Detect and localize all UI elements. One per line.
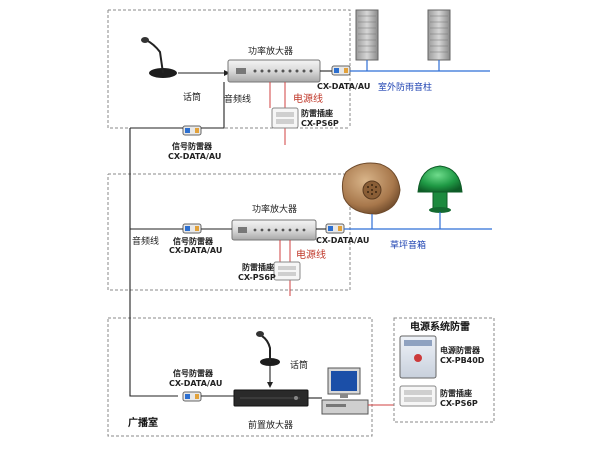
lawn-speaker-label: 草坪音箱 bbox=[390, 239, 426, 251]
top-signal-arrester bbox=[182, 125, 202, 136]
top-power-amplifier bbox=[227, 59, 321, 83]
power-arrester-device bbox=[399, 335, 437, 379]
middle-arrester-out-label: CX-DATA/AU bbox=[316, 236, 369, 245]
rock-speaker-icon bbox=[341, 162, 401, 215]
computer-icon bbox=[321, 367, 369, 415]
power-box-item1-cn: 电源防雷器 bbox=[440, 345, 481, 355]
outdoor-speaker-2 bbox=[427, 9, 451, 61]
mushroom-speaker-icon bbox=[417, 165, 463, 213]
section-bottom-frame bbox=[107, 317, 373, 437]
power-box-title: 电源系统防雷 bbox=[410, 320, 470, 333]
top-arrester-out-label: CX-DATA/AU bbox=[317, 82, 370, 91]
power-box-item1-model: CX-PB40D bbox=[440, 356, 485, 365]
middle-amp-label: 功率放大器 bbox=[252, 203, 297, 215]
bottom-signal-arrester bbox=[182, 391, 202, 402]
top-socket-label-cn: 防雷插座 bbox=[301, 108, 333, 118]
preamplifier bbox=[233, 389, 309, 407]
top-socket-label-model: CX-PS6P bbox=[301, 119, 339, 128]
bottom-mic-arrow bbox=[267, 382, 273, 388]
top-mic-label: 话筒 bbox=[183, 91, 201, 103]
top-signal-arrester-model: CX-DATA/AU bbox=[168, 152, 221, 161]
middle-input-arrester bbox=[182, 223, 202, 234]
top-power-line bbox=[269, 82, 286, 145]
middle-power-line bbox=[279, 240, 291, 296]
audio-trunk-line bbox=[129, 128, 178, 397]
bottom-mic-label: 话筒 bbox=[290, 359, 308, 371]
top-power-line-label: 电源线 bbox=[293, 92, 323, 105]
top-output-arrester bbox=[331, 65, 351, 76]
middle-speaker-drops bbox=[371, 212, 441, 229]
middle-socket-label-model: CX-PS6P bbox=[238, 273, 276, 282]
top-audio-line-label: 音频线 bbox=[224, 93, 251, 105]
outdoor-speaker-1 bbox=[355, 9, 379, 61]
middle-output-arrester bbox=[325, 223, 345, 234]
broadcast-room-label: 广播室 bbox=[128, 416, 158, 429]
middle-signal-arrester-model: CX-DATA/AU bbox=[169, 246, 222, 255]
power-box-item2-cn: 防雷插座 bbox=[440, 388, 472, 398]
middle-power-amplifier bbox=[231, 219, 317, 241]
middle-power-line-label: 电源线 bbox=[296, 248, 326, 261]
top-power-socket bbox=[271, 107, 299, 129]
preamp-label: 前置放大器 bbox=[248, 419, 293, 431]
middle-socket-label-cn: 防雷插座 bbox=[242, 262, 274, 272]
section-middle-frame bbox=[107, 173, 351, 291]
bottom-signal-arrester-model: CX-DATA/AU bbox=[169, 379, 222, 388]
middle-audio-line-label: 音频线 bbox=[132, 235, 159, 247]
top-speaker-drops bbox=[366, 60, 440, 71]
middle-signal-arrester-cn: 信号防雷器 bbox=[173, 236, 214, 246]
bottom-signal-arrester-cn: 信号防雷器 bbox=[173, 368, 214, 378]
top-amp-label: 功率放大器 bbox=[248, 45, 293, 57]
top-signal-arrester-cn: 信号防雷器 bbox=[172, 141, 213, 151]
top-trunk-link bbox=[130, 82, 225, 129]
power-box-socket bbox=[399, 385, 437, 407]
middle-power-socket bbox=[273, 261, 301, 281]
power-box-item2-model: CX-PS6P bbox=[440, 399, 478, 408]
bottom-microphone-icon bbox=[256, 331, 280, 366]
microphone-icon bbox=[141, 37, 177, 78]
outdoor-speaker-label: 室外防雨音柱 bbox=[378, 81, 432, 93]
